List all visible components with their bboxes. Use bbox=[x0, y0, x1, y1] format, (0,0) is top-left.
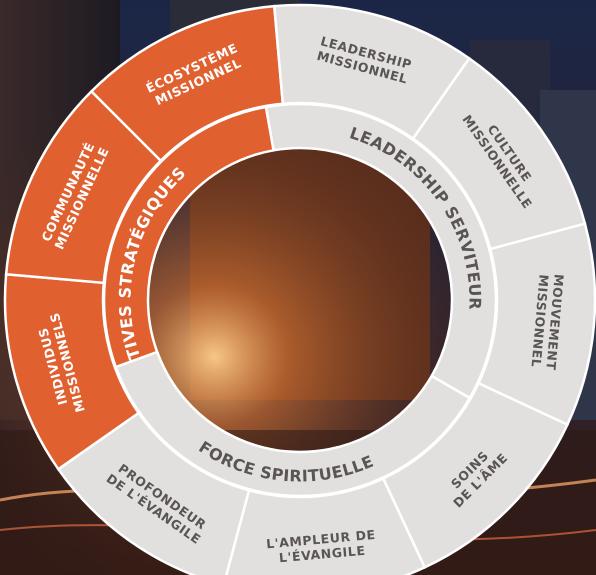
inner-segment-leadership-serviteur bbox=[264, 102, 498, 400]
inner-segment-force bbox=[114, 350, 472, 498]
